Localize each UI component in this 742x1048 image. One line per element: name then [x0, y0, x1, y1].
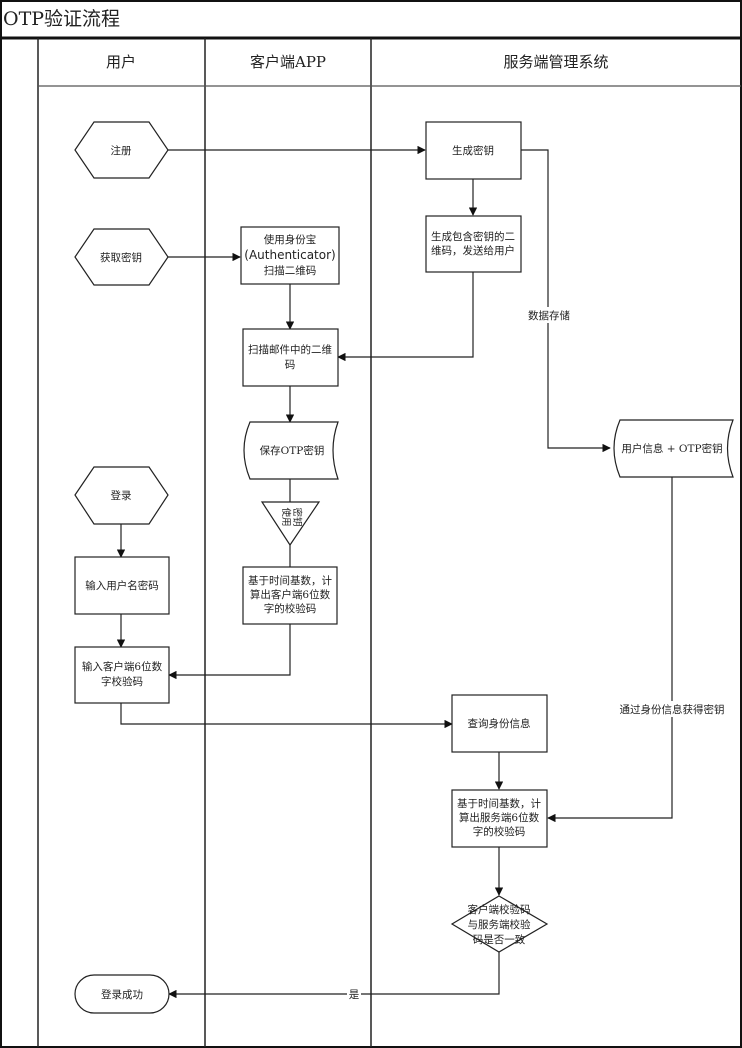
svg-text:字的校验码: 字的校验码 [264, 602, 317, 615]
svg-text:算出服务端6位数: 算出服务端6位数 [459, 811, 540, 824]
node-generate-key: 生成密钥 [425, 121, 522, 180]
svg-text:登录成功: 登录成功 [101, 988, 143, 1001]
lane-header-server: 服务端管理系统 [503, 53, 608, 71]
diagram-title: OTP验证流程 [3, 8, 120, 30]
node-save-otp-key: 保存OTP密钥 [243, 421, 339, 480]
svg-text:登录: 登录 [111, 489, 132, 502]
edge-label-bg-yes [347, 986, 361, 1002]
svg-text:密钥: 密钥 [291, 507, 303, 526]
edge-label-yes: 是 [349, 989, 360, 1001]
svg-text:生成包含密钥的二: 生成包含密钥的二 [431, 230, 515, 243]
svg-text:算出客户端6位数: 算出客户端6位数 [250, 588, 331, 601]
svg-text:生成密钥: 生成密钥 [452, 144, 494, 157]
svg-text:输入客户端6位数: 输入客户端6位数 [82, 660, 163, 673]
svg-text:保存OTP密钥: 保存OTP密钥 [260, 444, 325, 457]
svg-text:码是否一致: 码是否一致 [473, 933, 526, 946]
node-use-authenticator: 使用身份宝 (Authenticator) 扫描二维码 [240, 226, 340, 285]
node-client-calc: 基于时间基数，计 算出客户端6位数 字的校验码 [242, 566, 338, 625]
lane-header-client: 客户端APP [250, 53, 326, 71]
svg-text:扫描二维码: 扫描二维码 [264, 264, 317, 277]
svg-text:码: 码 [285, 359, 296, 371]
svg-text:与服务端校验: 与服务端校验 [468, 918, 531, 931]
node-compare-codes: 客户端校验码 与服务端校验 码是否一致 [450, 895, 549, 953]
edge-compare-to-success [168, 952, 500, 999]
node-use-key: 使用 密钥 [260, 501, 321, 547]
svg-text:维码，发送给用户: 维码，发送给用户 [431, 244, 515, 257]
svg-text:查询身份信息: 查询身份信息 [468, 717, 531, 730]
svg-text:基于时间基数，计: 基于时间基数，计 [248, 574, 332, 587]
lane-header-user: 用户 [106, 53, 136, 71]
edge-store-to-server-calc [547, 477, 673, 823]
edge-label-data-storage: 数据存储 [528, 309, 570, 322]
edge-label-bg-storage [526, 307, 572, 323]
svg-text:字校验码: 字校验码 [101, 675, 143, 688]
node-scan-email-qr: 扫描邮件中的二维 码 [242, 328, 339, 387]
edge-label-get-key-by-identity: 通过身份信息获得密钥 [620, 703, 725, 716]
svg-text:用户信息 + OTP密钥: 用户信息 + OTP密钥 [621, 442, 722, 455]
edge-label-bg-get-key [617, 701, 727, 717]
svg-text:字的校验码: 字的校验码 [473, 825, 526, 838]
node-server-calc: 基于时间基数，计 算出服务端6位数 字的校验码 [451, 789, 548, 848]
node-generate-qr: 生成包含密钥的二 维码，发送给用户 [425, 215, 522, 273]
node-input-username-password: 输入用户名密码 [74, 556, 170, 615]
svg-text:客户端校验码: 客户端校验码 [468, 903, 531, 916]
node-get-key: 获取密钥 [74, 228, 169, 286]
svg-text:注册: 注册 [111, 144, 132, 157]
svg-text:使用身份宝: 使用身份宝 [264, 233, 317, 246]
svg-text:获取密钥: 获取密钥 [100, 251, 142, 264]
edge-input-code-to-query [120, 703, 453, 729]
svg-text:(Authenticator): (Authenticator) [244, 248, 335, 262]
svg-text:输入用户名密码: 输入用户名密码 [85, 579, 159, 592]
node-login: 登录 [74, 466, 169, 525]
svg-text:基于时间基数，计: 基于时间基数，计 [457, 797, 541, 810]
edges [116, 145, 673, 999]
svg-text:使用: 使用 [280, 507, 292, 526]
svg-text:扫描邮件中的二维: 扫描邮件中的二维 [248, 343, 332, 356]
node-input-client-code: 输入客户端6位数 字校验码 [74, 646, 170, 704]
node-login-success: 登录成功 [74, 974, 170, 1014]
edge-gen-qr-to-scan [337, 272, 474, 362]
edge-client-calc-to-input-code [168, 624, 291, 680]
edge-gen-key-to-store [521, 149, 611, 453]
node-user-otp-store: 用户信息 + OTP密钥 [613, 419, 734, 478]
node-register: 注册 [74, 121, 169, 179]
node-query-identity: 查询身份信息 [451, 694, 548, 753]
